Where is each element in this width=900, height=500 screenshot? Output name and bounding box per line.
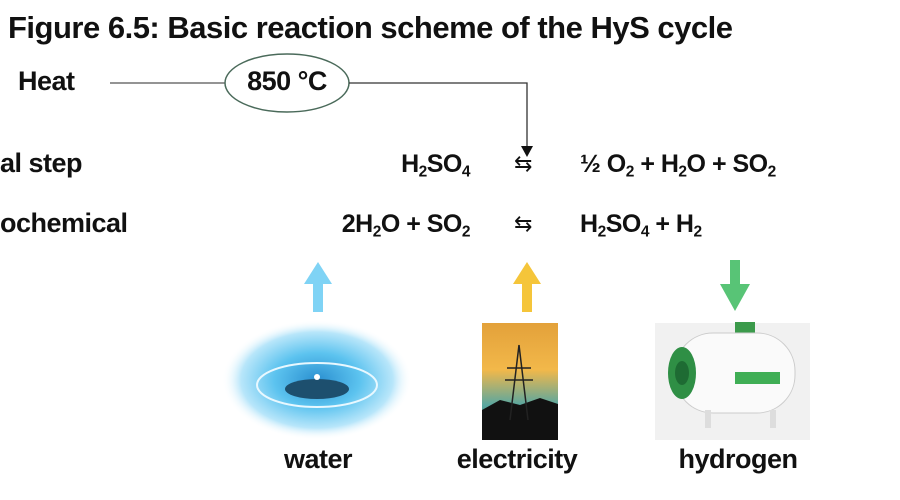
text: O + SO: [686, 150, 769, 178]
heat-label: Heat: [18, 66, 75, 96]
reaction1-products: ½ O2 + H2O + SO2: [580, 150, 777, 181]
electricity-up-arrow: [513, 262, 541, 312]
subscript: 2: [418, 163, 428, 181]
subscript: 4: [461, 163, 471, 181]
temperature-label: 850 °C: [247, 66, 327, 96]
text: ½ O: [580, 150, 626, 178]
electricity-label: electricity: [456, 444, 578, 474]
hydrogen-label: hydrogen: [678, 444, 798, 474]
reaction2-products: H2SO4 + H2: [580, 210, 702, 241]
subscript: 2: [693, 223, 702, 241]
reaction1-reactants: H2SO4: [401, 150, 471, 181]
reaction2-reactants: 2H2O + SO2: [341, 210, 471, 241]
step-label-thermal: al step: [0, 148, 83, 178]
water-up-arrow: [304, 262, 332, 312]
subscript: 2: [625, 163, 635, 181]
text: H: [580, 210, 598, 238]
step-label-electrochemical: ochemical: [0, 208, 128, 238]
subscript: 2: [678, 163, 687, 181]
heat-arrowhead: [521, 146, 533, 157]
text: SO: [426, 150, 463, 178]
text: O + SO: [380, 210, 463, 238]
water-label: water: [283, 444, 353, 474]
subscript: 4: [640, 223, 650, 241]
equilibrium-arrow-1: ⇆: [514, 151, 533, 176]
text: SO: [605, 210, 642, 238]
text: 2H: [341, 210, 373, 238]
text: + H: [633, 150, 679, 178]
water-image: [222, 320, 412, 440]
text: H: [401, 150, 419, 178]
subscript: 2: [597, 223, 607, 241]
subscript: 2: [461, 223, 471, 241]
electricity-image: [482, 323, 558, 440]
figure-title: Figure 6.5: Basic reaction scheme of the…: [8, 10, 733, 45]
equilibrium-arrow-2: ⇆: [514, 211, 533, 236]
hydrogen-down-arrow: [720, 260, 750, 311]
heat-arrow-line: [349, 82, 528, 150]
subscript: 2: [372, 223, 382, 241]
hydrogen-tank-image: [655, 322, 810, 440]
subscript: 2: [767, 163, 777, 181]
text: + H: [648, 210, 694, 238]
